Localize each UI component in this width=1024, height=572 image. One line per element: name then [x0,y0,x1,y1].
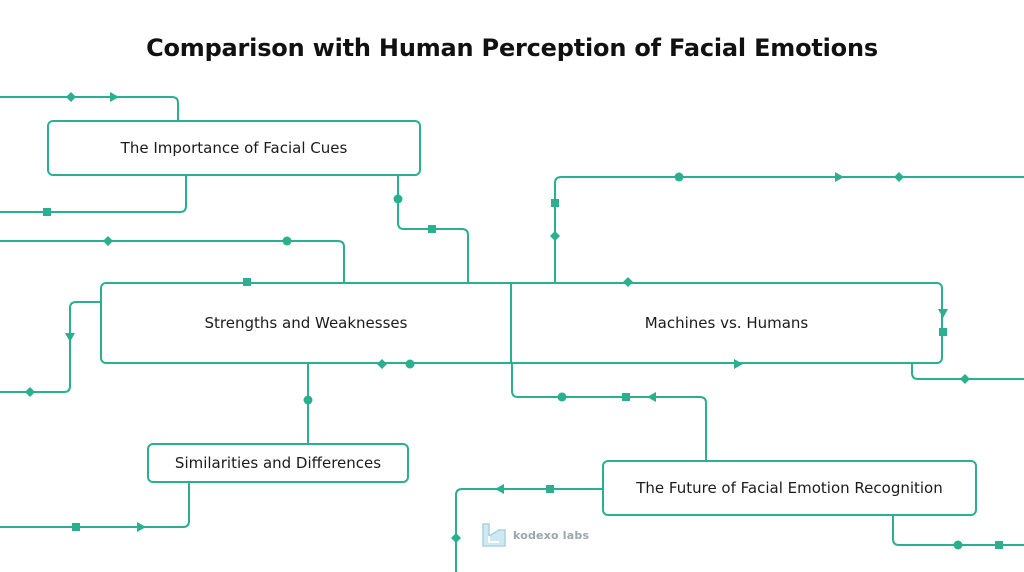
connector-line [0,240,345,282]
arrow-marker [495,484,504,494]
brand-logo-text: kodexo labs [513,528,590,542]
arrow-marker [110,92,119,102]
arrow-marker [647,392,656,402]
node-label: The Future of Facial Emotion Recognition [636,479,943,497]
dot-marker [674,172,684,182]
dot-marker [303,395,313,405]
square-marker [939,328,947,336]
arrow-marker [938,309,948,318]
diamond-marker [377,359,387,369]
dot-marker [393,194,403,204]
diamond-marker [550,231,560,241]
node-label: Similarities and Differences [174,454,382,472]
connector-line [892,516,1024,546]
dot-marker [557,392,567,402]
square-marker [428,225,436,233]
kodexo-logo-icon [482,523,506,547]
arrow-marker [835,172,844,182]
dot-marker [953,540,963,550]
node-importance-of-facial-cues: The Importance of Facial Cues [47,120,421,176]
diagram-title: Comparison with Human Perception of Faci… [146,34,878,62]
node-future-of-facial-emotion-recognition: The Future of Facial Emotion Recognition [602,460,977,516]
diamond-marker [103,236,113,246]
square-marker [546,485,554,493]
connector-line [0,96,179,120]
diamond-marker [66,92,76,102]
diamond-marker [25,387,35,397]
diamond-marker [451,533,461,543]
dot-marker [405,359,415,369]
node-label: The Importance of Facial Cues [120,139,348,157]
connector-line [554,176,1024,282]
square-marker [622,393,630,401]
node-label: Machines vs. Humans [644,314,809,332]
square-marker [995,541,1003,549]
node-label: Strengths and Weaknesses [204,314,408,332]
arrow-marker [734,359,743,369]
brand-logo: kodexo labs [479,522,589,548]
node-similarities-and-differences: Similarities and Differences [147,443,409,483]
connector-line [455,488,602,572]
node-machines-vs-humans: Machines vs. Humans [510,282,943,364]
connector-line [0,176,187,213]
arrow-marker [137,522,146,532]
node-strengths-and-weaknesses: Strengths and Weaknesses [100,282,512,364]
connector-line [0,301,100,393]
arrow-marker [65,333,75,342]
diamond-marker [960,374,970,384]
diamond-marker [894,172,904,182]
connector-line [911,364,1024,380]
square-marker [551,199,559,207]
square-marker [72,523,80,531]
connector-line [0,483,190,528]
dot-marker [282,236,292,246]
square-marker [43,208,51,216]
connector-line [511,364,707,460]
